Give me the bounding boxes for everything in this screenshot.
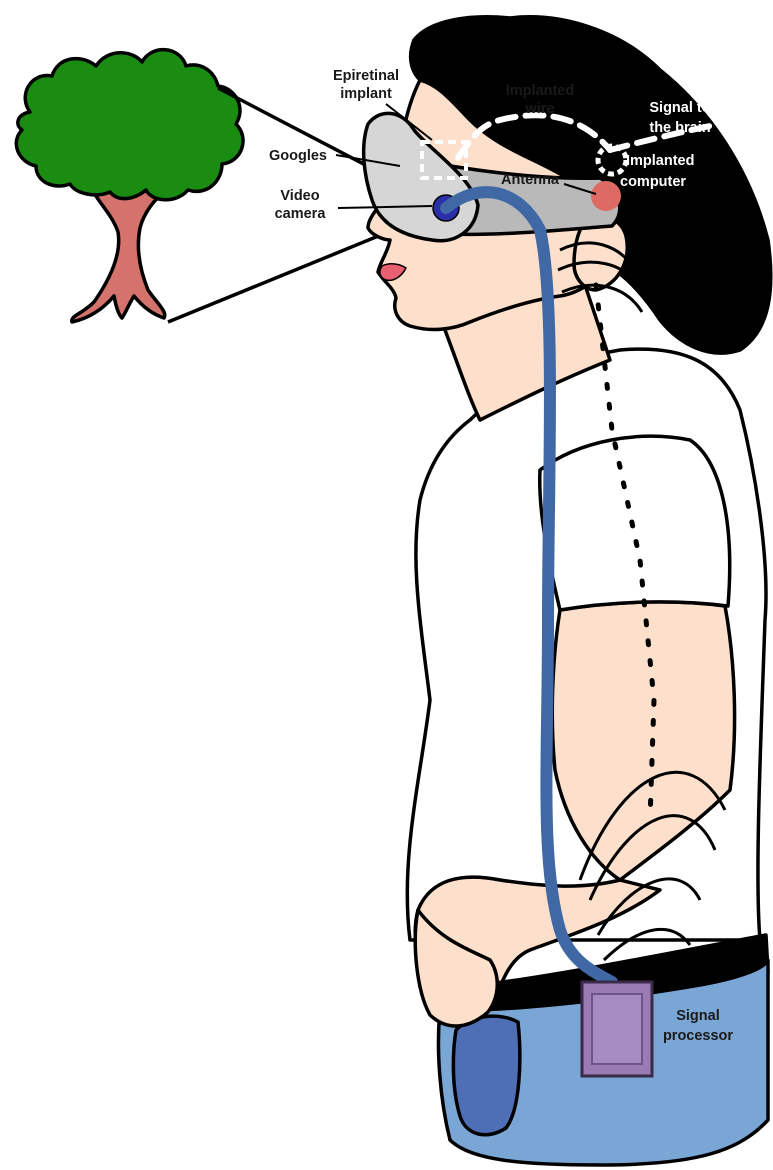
label-signal-processor-line2: processor: [663, 1028, 733, 1044]
tree-foliage: [16, 50, 243, 200]
tree: [16, 50, 243, 322]
sleeve: [540, 436, 730, 610]
pocket: [453, 1016, 519, 1135]
label-implanted-wire-line2: wire: [524, 101, 554, 117]
label-video-camera-line1: Video: [280, 188, 319, 204]
label-video-camera-line2: camera: [275, 206, 327, 222]
label-epiretinal-implant-line2: implant: [340, 86, 392, 102]
label-epiretinal-implant-line1: Epiretinal: [333, 68, 399, 84]
label-signal-to-brain-line2: the brain: [649, 120, 710, 136]
label-signal-to-brain-line1: Signal to: [649, 100, 710, 116]
label-implanted-wire-line1: Implanted: [506, 83, 574, 99]
label-signal-processor-line1: Signal: [676, 1008, 720, 1024]
signal-processor: [582, 982, 652, 1076]
label-implanted-computer-line2: computer: [620, 174, 686, 190]
implanted-computer: [591, 181, 621, 211]
label-implanted-computer-line1: Implanted: [626, 153, 694, 169]
label-googles: Googles: [269, 148, 327, 164]
label-antenna: Antenna: [501, 172, 560, 188]
